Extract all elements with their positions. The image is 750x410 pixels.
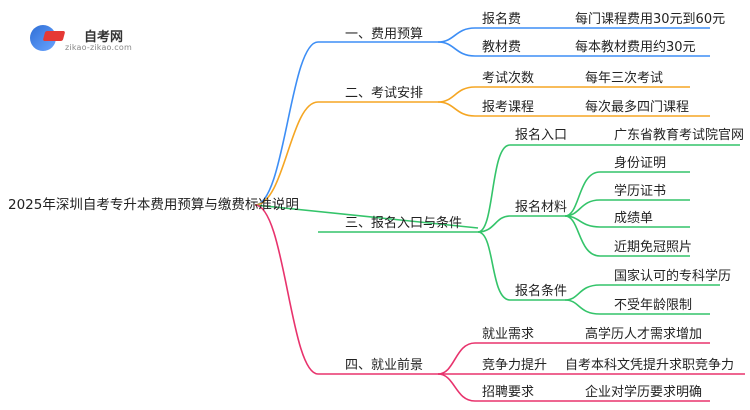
branch-4-child-1-label: 就业需求: [482, 327, 535, 342]
branch-3-child-3-label: 报名条件: [515, 284, 568, 299]
branch-3-child-2-value-1: 身份证明: [614, 156, 667, 171]
branch-4-child-3-label: 招聘要求: [482, 385, 535, 400]
site-logo[interactable]: 自考网 zikao-zikao.com: [20, 12, 150, 56]
branch-2-child-1-value: 每年三次考试: [585, 71, 664, 86]
branch-2-child-2-value: 每次最多四门课程: [585, 100, 690, 115]
branch-3-child-1-label: 报名入口: [515, 128, 568, 143]
branch-4-label: 四、就业前景: [345, 358, 424, 373]
branch-4-child-2-label: 竞争力提升: [482, 358, 548, 373]
branch-4-child-1-value: 高学历人才需求增加: [585, 327, 703, 342]
branch-1-lines: [254, 27, 710, 206]
branch-3-child-1-value-1: 广东省教育考试院官网: [614, 128, 745, 143]
branch-4-child-2-value: 自考本科文凭提升求职竞争力: [565, 358, 735, 373]
branch-4-lines: [254, 204, 745, 402]
logo-name: 自考网: [84, 30, 124, 45]
branch-1-child-2-value: 每本教材费用约30元: [575, 40, 696, 55]
branch-1-child-1-label: 报名费: [482, 12, 522, 27]
branch-4-child-3-value: 企业对学历要求明确: [585, 385, 703, 400]
logo-graduation-cap-icon: [30, 25, 66, 51]
branch-1-label: 一、费用预算: [345, 27, 424, 42]
branch-3-child-2-value-2: 学历证书: [614, 184, 667, 199]
branch-3-child-2-value-3: 成绩单: [614, 211, 654, 226]
mindmap-root: 2025年深圳自考专升本费用预算与缴费标准说明: [8, 197, 299, 213]
branch-3-lines: [254, 144, 740, 315]
branch-2-label: 二、考试安排: [345, 86, 424, 101]
branch-3-child-3-value-1: 国家认可的专科学历: [614, 269, 732, 284]
branch-2-child-1-label: 考试次数: [482, 71, 535, 86]
branch-2-child-2-label: 报考课程: [482, 100, 535, 115]
branch-1-child-1-value: 每门课程费用30元到60元: [575, 12, 726, 27]
branch-3-child-2-value-4: 近期免冠照片: [614, 240, 693, 255]
branch-1-child-2-label: 教材费: [482, 40, 522, 55]
branch-3-child-2-label: 报名材料: [515, 200, 568, 215]
branch-3-child-3-value-2: 不受年龄限制: [614, 298, 693, 313]
branch-3-label: 三、报名入口与条件: [345, 216, 463, 231]
branch-2-lines: [254, 86, 710, 206]
logo-url: zikao-zikao.com: [65, 43, 132, 52]
